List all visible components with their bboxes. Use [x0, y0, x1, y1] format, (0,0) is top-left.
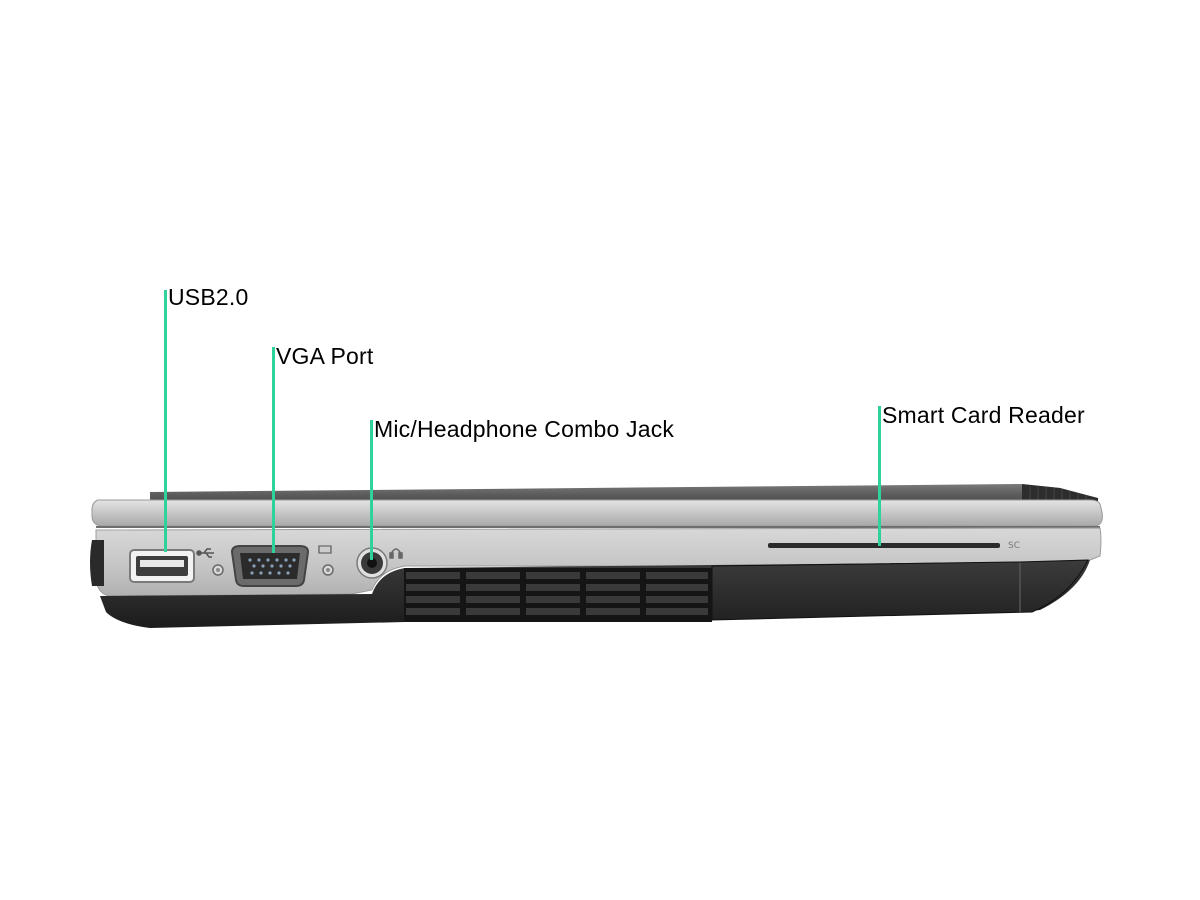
vga-port: [230, 545, 310, 587]
smartcard-callout-label: Smart Card Reader: [882, 402, 1085, 428]
vga-callout-label: VGA Port: [276, 343, 374, 369]
audio-jack: [356, 547, 388, 579]
lid-silver-edge: [91, 499, 1103, 527]
cooling-vent: [404, 568, 712, 622]
lid-rubber-edge: [1022, 484, 1098, 504]
battery: [711, 559, 1089, 621]
usb-callout-line: [164, 290, 167, 552]
audio-callout-line: [370, 420, 373, 560]
usb-symbol-icon: [196, 548, 214, 558]
audio-callout-label: Mic/Headphone Combo Jack: [374, 416, 675, 442]
smartcard-marking: SC: [1008, 541, 1020, 551]
headphone-icon: [389, 548, 403, 559]
usb-callout-label: USB2.0: [168, 284, 249, 310]
left-hinge: [90, 540, 104, 586]
smartcard-callout-line: [878, 406, 881, 546]
vga-callout-line: [272, 347, 275, 553]
usb-port: [129, 549, 195, 583]
monitor-port-icon: [318, 545, 332, 554]
smart-card-slot: [768, 543, 1000, 548]
